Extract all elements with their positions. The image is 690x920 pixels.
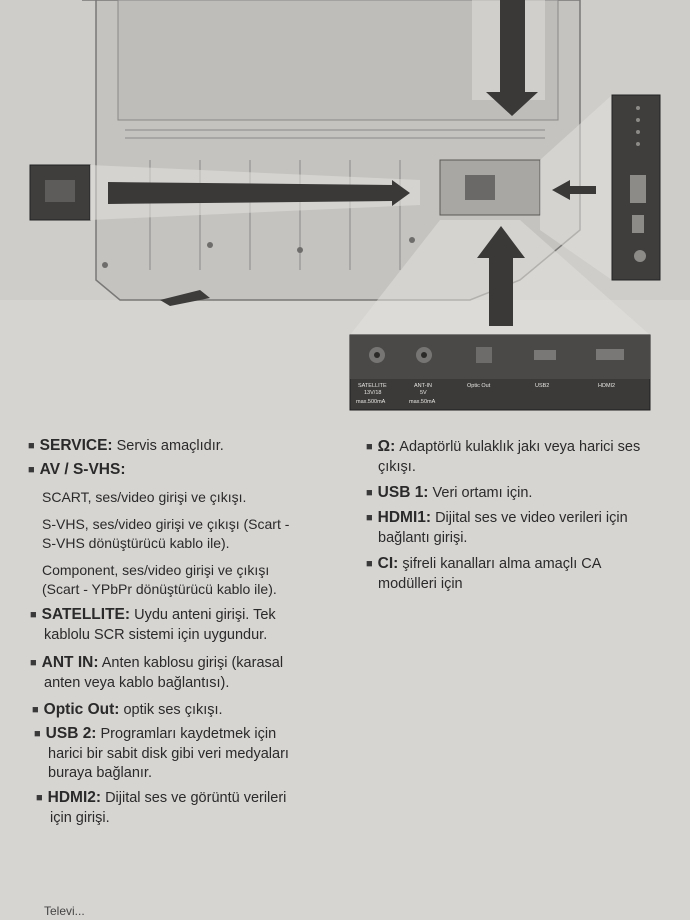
- desc-hdmi2-2: için girişi.: [50, 810, 110, 826]
- item-usb1: ■ USB 1: Veri ortamı için.: [366, 483, 532, 504]
- bullet-icon: ■: [30, 657, 37, 669]
- desc-hdmi1-2: bağlantı girişi.: [378, 530, 468, 546]
- label-satellite-2: 13V/18: [364, 390, 381, 396]
- para-component-line-1: Component, ses/video girişi ve çıkışı: [42, 562, 270, 578]
- item-optic-out: ■ Optic Out: optik ses çıkışı.: [32, 700, 223, 721]
- term-av-svhs: AV / S-VHS:: [39, 461, 126, 478]
- desc-headphone-1: Adaptörlü kulaklık jakı veya harici ses: [395, 439, 641, 455]
- item-ci: ■ CI: şifreli kanalları alma amaçlı CA mo…: [366, 554, 601, 594]
- port-satellite-connector: [369, 347, 385, 363]
- desc-usb2-2: harici bir sabit disk gibi veri medyalar…: [48, 746, 289, 762]
- para-scart: SCART, ses/video girişi ve çıkışı.: [42, 488, 246, 507]
- bullet-icon: ■: [366, 512, 373, 524]
- bullet-icon: ■: [28, 440, 35, 452]
- bullet-icon: ■: [366, 487, 373, 499]
- desc-satellite-2: kablolu SCR sistemi için uygundur.: [44, 627, 268, 643]
- port-hdmi2-connector: [596, 349, 624, 360]
- label-hdmi2: HDMI2: [598, 383, 615, 389]
- para-svhs-line-1: S-VHS, ses/video girişi ve çıkışı (Scart…: [42, 516, 290, 532]
- tv-rear-diagram: SATELLITE 13V/18 max.500mA ANT-IN 5V max…: [0, 0, 690, 430]
- top-arrow: [486, 0, 538, 116]
- bullet-icon: ■: [34, 728, 41, 740]
- bullet-icon: ■: [30, 609, 37, 621]
- label-usb2: USB2: [535, 383, 549, 389]
- desc-service: Servis amaçlıdır.: [112, 438, 224, 454]
- tv-connector-port: [465, 175, 495, 200]
- term-ant-in: ANT IN:: [41, 654, 99, 671]
- para-component-line-2: (Scart - YPbPr dönüştürücü kablo ile).: [42, 581, 277, 597]
- port-optic-connector: [476, 347, 492, 363]
- term-optic-out: Optic Out:: [43, 701, 120, 718]
- desc-ci-2: modülleri için: [378, 576, 463, 592]
- para-component: Component, ses/video girişi ve çıkışı (S…: [42, 561, 277, 599]
- item-headphone: ■ Ω: Adaptörlü kulaklık jakı veya harici …: [366, 437, 640, 477]
- bottom-arrow: [477, 226, 525, 326]
- side-arrow: [552, 180, 596, 200]
- bullet-icon: ■: [366, 441, 373, 453]
- port-ant-in-connector: [416, 347, 432, 363]
- item-usb2: ■ USB 2: Programları kaydetmek için haric…: [34, 724, 289, 783]
- label-ant-in-1: ANT-IN: [414, 383, 432, 389]
- vent-slots: [125, 129, 545, 270]
- item-hdmi1: ■ HDMI1: Dijital ses ve video verileri iç…: [366, 508, 628, 548]
- para-svhs-line-2: S-VHS dönüştürücü kablo ile).: [42, 535, 230, 551]
- scart-port: [45, 180, 75, 202]
- term-ci: CI:: [377, 555, 399, 572]
- item-satellite: ■ SATELLITE: Uydu anteni girişi. Tek kabl…: [30, 605, 276, 645]
- term-hdmi2: HDMI2:: [47, 789, 102, 806]
- term-usb2: USB 2:: [45, 725, 97, 742]
- desc-hdmi2-1: Dijital ses ve görüntü verileri: [101, 790, 287, 806]
- label-optic-out: Optic Out: [467, 383, 491, 389]
- bullet-icon: ■: [28, 464, 35, 476]
- label-satellite-3: max.500mA: [356, 399, 386, 405]
- item-ant-in: ■ ANT IN: Anten kablosu girişi (karasal a…: [30, 653, 283, 693]
- desc-headphone-2: çıkışı.: [378, 459, 416, 475]
- para-svhs: S-VHS, ses/video girişi ve çıkışı (Scart…: [42, 515, 289, 553]
- term-usb1: USB 1:: [377, 484, 429, 501]
- side-connector-details: [630, 106, 646, 262]
- desc-usb2-1: Programları kaydetmek için: [96, 726, 277, 742]
- para-scart-line: SCART, ses/video girişi ve çıkışı.: [42, 489, 247, 505]
- item-av-svhs: ■ AV / S-VHS:: [28, 460, 126, 481]
- bullet-icon: ■: [366, 558, 373, 570]
- term-headphone: Ω:: [377, 438, 396, 455]
- desc-ci-1: şifreli kanalları alma amaçlı CA: [398, 556, 602, 572]
- desc-hdmi1-1: Dijital ses ve video verileri için: [431, 510, 628, 526]
- bullet-icon: ■: [32, 704, 39, 716]
- item-service: ■ SERVICE: Servis amaçlıdır.: [28, 436, 224, 457]
- desc-optic-out: optik ses çıkışı.: [119, 702, 223, 718]
- item-hdmi2: ■HDMI2: Dijital ses ve görüntü verileri …: [36, 788, 286, 828]
- term-service: SERVICE:: [39, 437, 113, 454]
- desc-usb2-3: buraya bağlanır.: [48, 765, 152, 781]
- desc-satellite-1: Uydu anteni girişi. Tek: [130, 607, 276, 623]
- label-ant-in-3: max.50mA: [409, 399, 436, 405]
- port-usb2-connector: [534, 350, 556, 360]
- desc-ant-in-2: anten veya kablo bağlantısı).: [44, 675, 230, 691]
- scart-arrow: [108, 180, 410, 206]
- desc-ant-in-1: Anten kablosu girişi (karasal: [98, 655, 284, 671]
- page-footer: Televi...: [44, 904, 85, 918]
- label-satellite-1: SATELLITE: [358, 383, 387, 389]
- term-satellite: SATELLITE:: [41, 606, 131, 623]
- label-ant-in-2: 5V: [420, 390, 427, 396]
- desc-usb1: Veri ortamı için.: [428, 485, 533, 501]
- tv-stand-foot: [160, 290, 210, 306]
- term-hdmi1: HDMI1:: [377, 509, 432, 526]
- bullet-icon: ■: [36, 792, 43, 804]
